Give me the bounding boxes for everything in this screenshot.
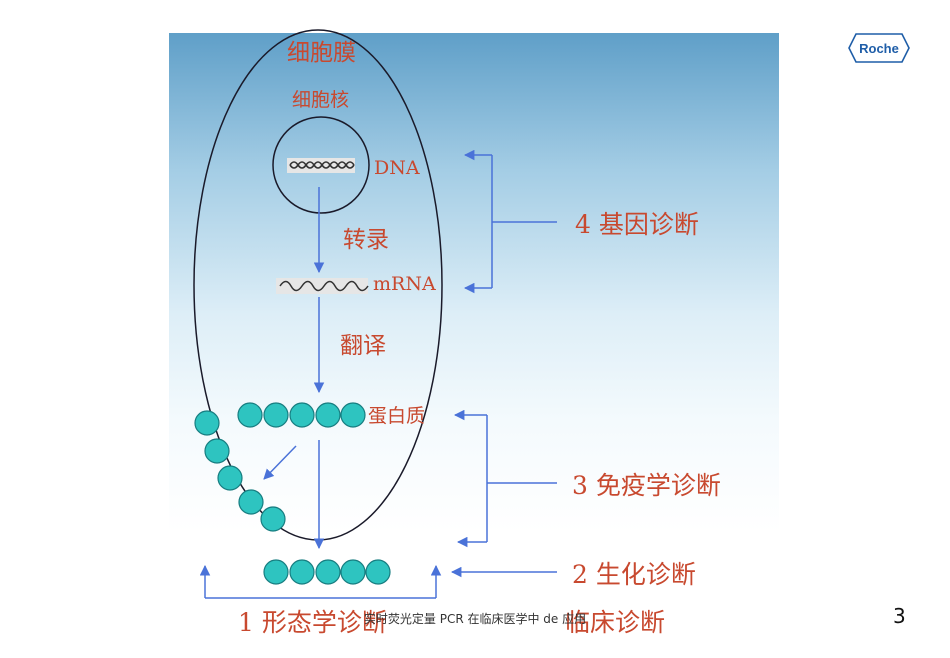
metabolite-bead-chain [263, 559, 391, 585]
bracket-genetic [463, 149, 557, 294]
label-clinical-diagnosis: 临床诊断 [565, 608, 665, 637]
mrna-wave-icon [276, 278, 369, 294]
label-transcription: 转录 [343, 227, 389, 253]
nucleus [272, 116, 370, 214]
protein-bead-chain [237, 402, 366, 428]
bracket-immuno [453, 409, 557, 548]
roche-logo-text: Roche [859, 41, 899, 56]
label-dna: DNA [374, 157, 420, 179]
arrow-protein-diagonal [263, 445, 297, 480]
roche-logo: Roche [848, 33, 910, 63]
label-immuno-diagnosis: 3 免疫学诊断 [572, 471, 721, 500]
label-nucleus: 细胞核 [292, 89, 349, 111]
secreted-bead-chain [194, 410, 286, 532]
dna-helix-icon [287, 158, 355, 173]
page-number: 3 [893, 604, 906, 628]
label-translation: 翻译 [340, 333, 386, 359]
footer-caption: 实时荧光定量 PCR 在临床医学中 de 应用 [363, 612, 587, 626]
bracket-morph [199, 564, 442, 599]
label-morph-diagnosis: 1 形态学诊断 [238, 608, 387, 637]
label-protein: 蛋白质 [368, 405, 425, 427]
slide-background [169, 33, 779, 658]
label-membrane: 细胞膜 [287, 40, 356, 66]
label-genetic-diagnosis: 4 基因诊断 [575, 210, 699, 239]
label-biochem-diagnosis: 2 生化诊断 [572, 560, 696, 589]
label-mrna: mRNA [373, 273, 436, 295]
